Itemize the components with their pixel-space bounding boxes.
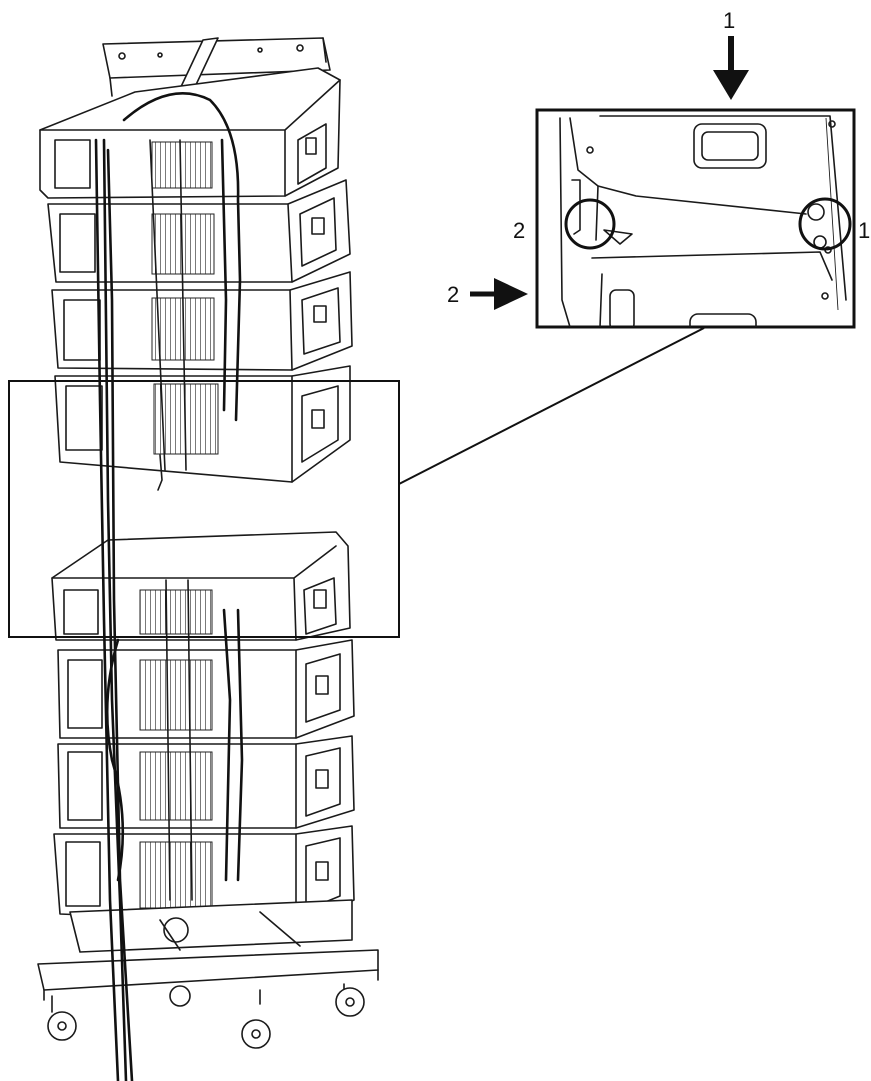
callout-circle-right (798, 197, 852, 251)
callout-circle-left-label: 2 (513, 218, 525, 243)
zoom-region-box (8, 380, 400, 638)
callout-circle-right-label: 1 (858, 218, 870, 243)
arrow-top (713, 36, 749, 100)
speaker-cabinet-8 (53, 825, 355, 925)
speaker-cabinet-3 (51, 271, 353, 371)
rigging-bars (149, 139, 193, 901)
speaker-cabinet-4 (54, 365, 351, 491)
speaker-cabinet-5 (51, 531, 351, 641)
callout-circle-left (564, 198, 616, 250)
leader-line (398, 327, 705, 485)
cables (94, 92, 244, 1081)
speaker-cabinet-1 (39, 67, 341, 199)
rolling-cart (37, 899, 379, 1049)
speaker-cabinet-6 (57, 639, 355, 739)
speaker-cabinet-7 (57, 735, 355, 829)
arrow-left-label: 2 (447, 282, 459, 307)
arrow-top-label: 1 (723, 8, 735, 33)
arrow-left (470, 278, 528, 310)
speaker-cabinet-2 (47, 179, 351, 283)
detail-inset (535, 108, 856, 329)
